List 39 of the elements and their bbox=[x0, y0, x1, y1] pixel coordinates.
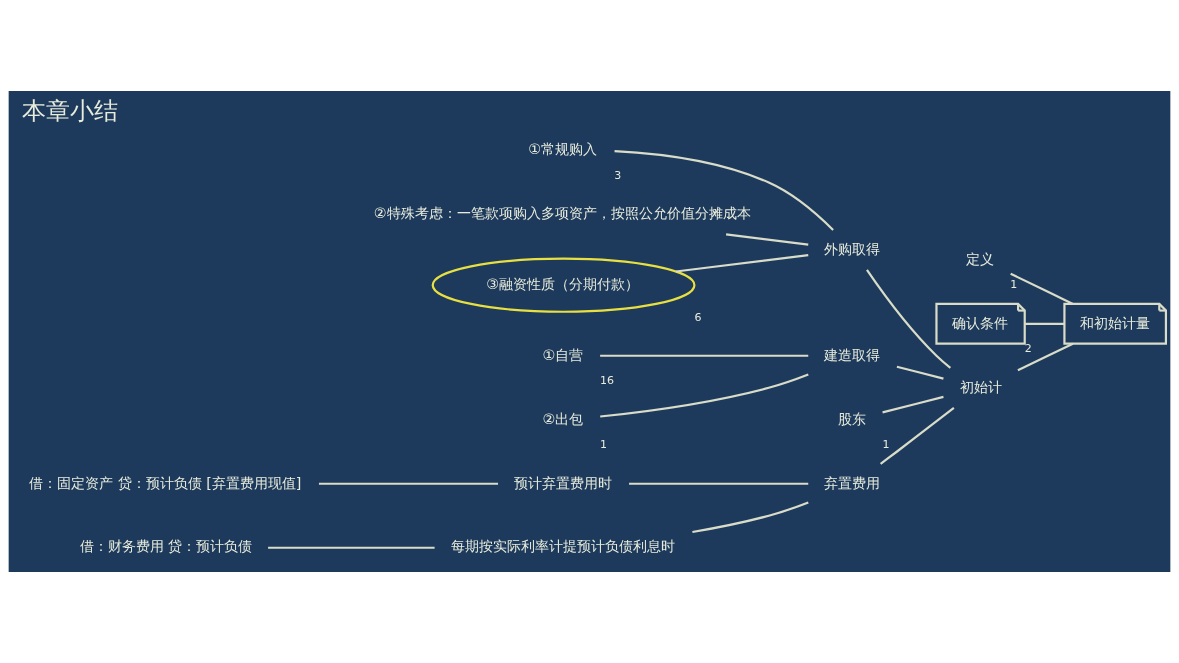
connector bbox=[268, 546, 435, 549]
connector bbox=[896, 365, 944, 380]
connector bbox=[675, 254, 809, 273]
node-text: 定义 bbox=[966, 250, 995, 267]
connector bbox=[629, 482, 809, 485]
node-text: ①常规购入 bbox=[528, 141, 598, 158]
node-label: 16 bbox=[599, 374, 615, 388]
node-text: 借：固定资产 贷：预计负债 [弃置费用现值] bbox=[29, 474, 302, 491]
node-label: 1 bbox=[1010, 278, 1018, 292]
node-ellipse: ③融资性质（分期付款） bbox=[431, 257, 696, 313]
node-label: 6 bbox=[694, 310, 702, 324]
connector bbox=[600, 373, 809, 418]
node-text: 每期按实际利率计提预计负债利息时 bbox=[451, 538, 676, 555]
node-label: 1 bbox=[599, 438, 607, 452]
connector bbox=[1017, 342, 1074, 372]
node-text: 外购取得 bbox=[823, 240, 880, 257]
node-label: 2 bbox=[1024, 342, 1032, 356]
node-label: 1 bbox=[882, 438, 890, 452]
node-text: 股东 bbox=[838, 410, 867, 427]
node-text: ②出包 bbox=[542, 410, 584, 427]
connector bbox=[879, 406, 955, 465]
connector bbox=[600, 354, 809, 357]
node-text: ②特殊考虑：一笔款项购入多项资产，按照公允价值分摊成本 bbox=[373, 205, 751, 222]
node-label: 3 bbox=[614, 169, 622, 183]
connector bbox=[1025, 322, 1065, 325]
node-text: 借：财务费用 贷：预计负债 bbox=[79, 538, 253, 555]
diagram-title: 本章小结 bbox=[22, 96, 119, 126]
connector bbox=[882, 395, 944, 414]
node-text: 预计弃置费用时 bbox=[513, 474, 612, 491]
node-text: 弃置费用 bbox=[823, 474, 880, 491]
connector bbox=[725, 233, 809, 246]
connector bbox=[614, 150, 834, 231]
connector bbox=[1010, 272, 1074, 305]
connector bbox=[318, 482, 499, 485]
node-text: 初始计 bbox=[959, 378, 1002, 395]
connector bbox=[692, 501, 809, 534]
connector bbox=[866, 269, 952, 369]
node-text: 建造取得 bbox=[823, 346, 880, 363]
node-text: ①自营 bbox=[542, 346, 584, 363]
